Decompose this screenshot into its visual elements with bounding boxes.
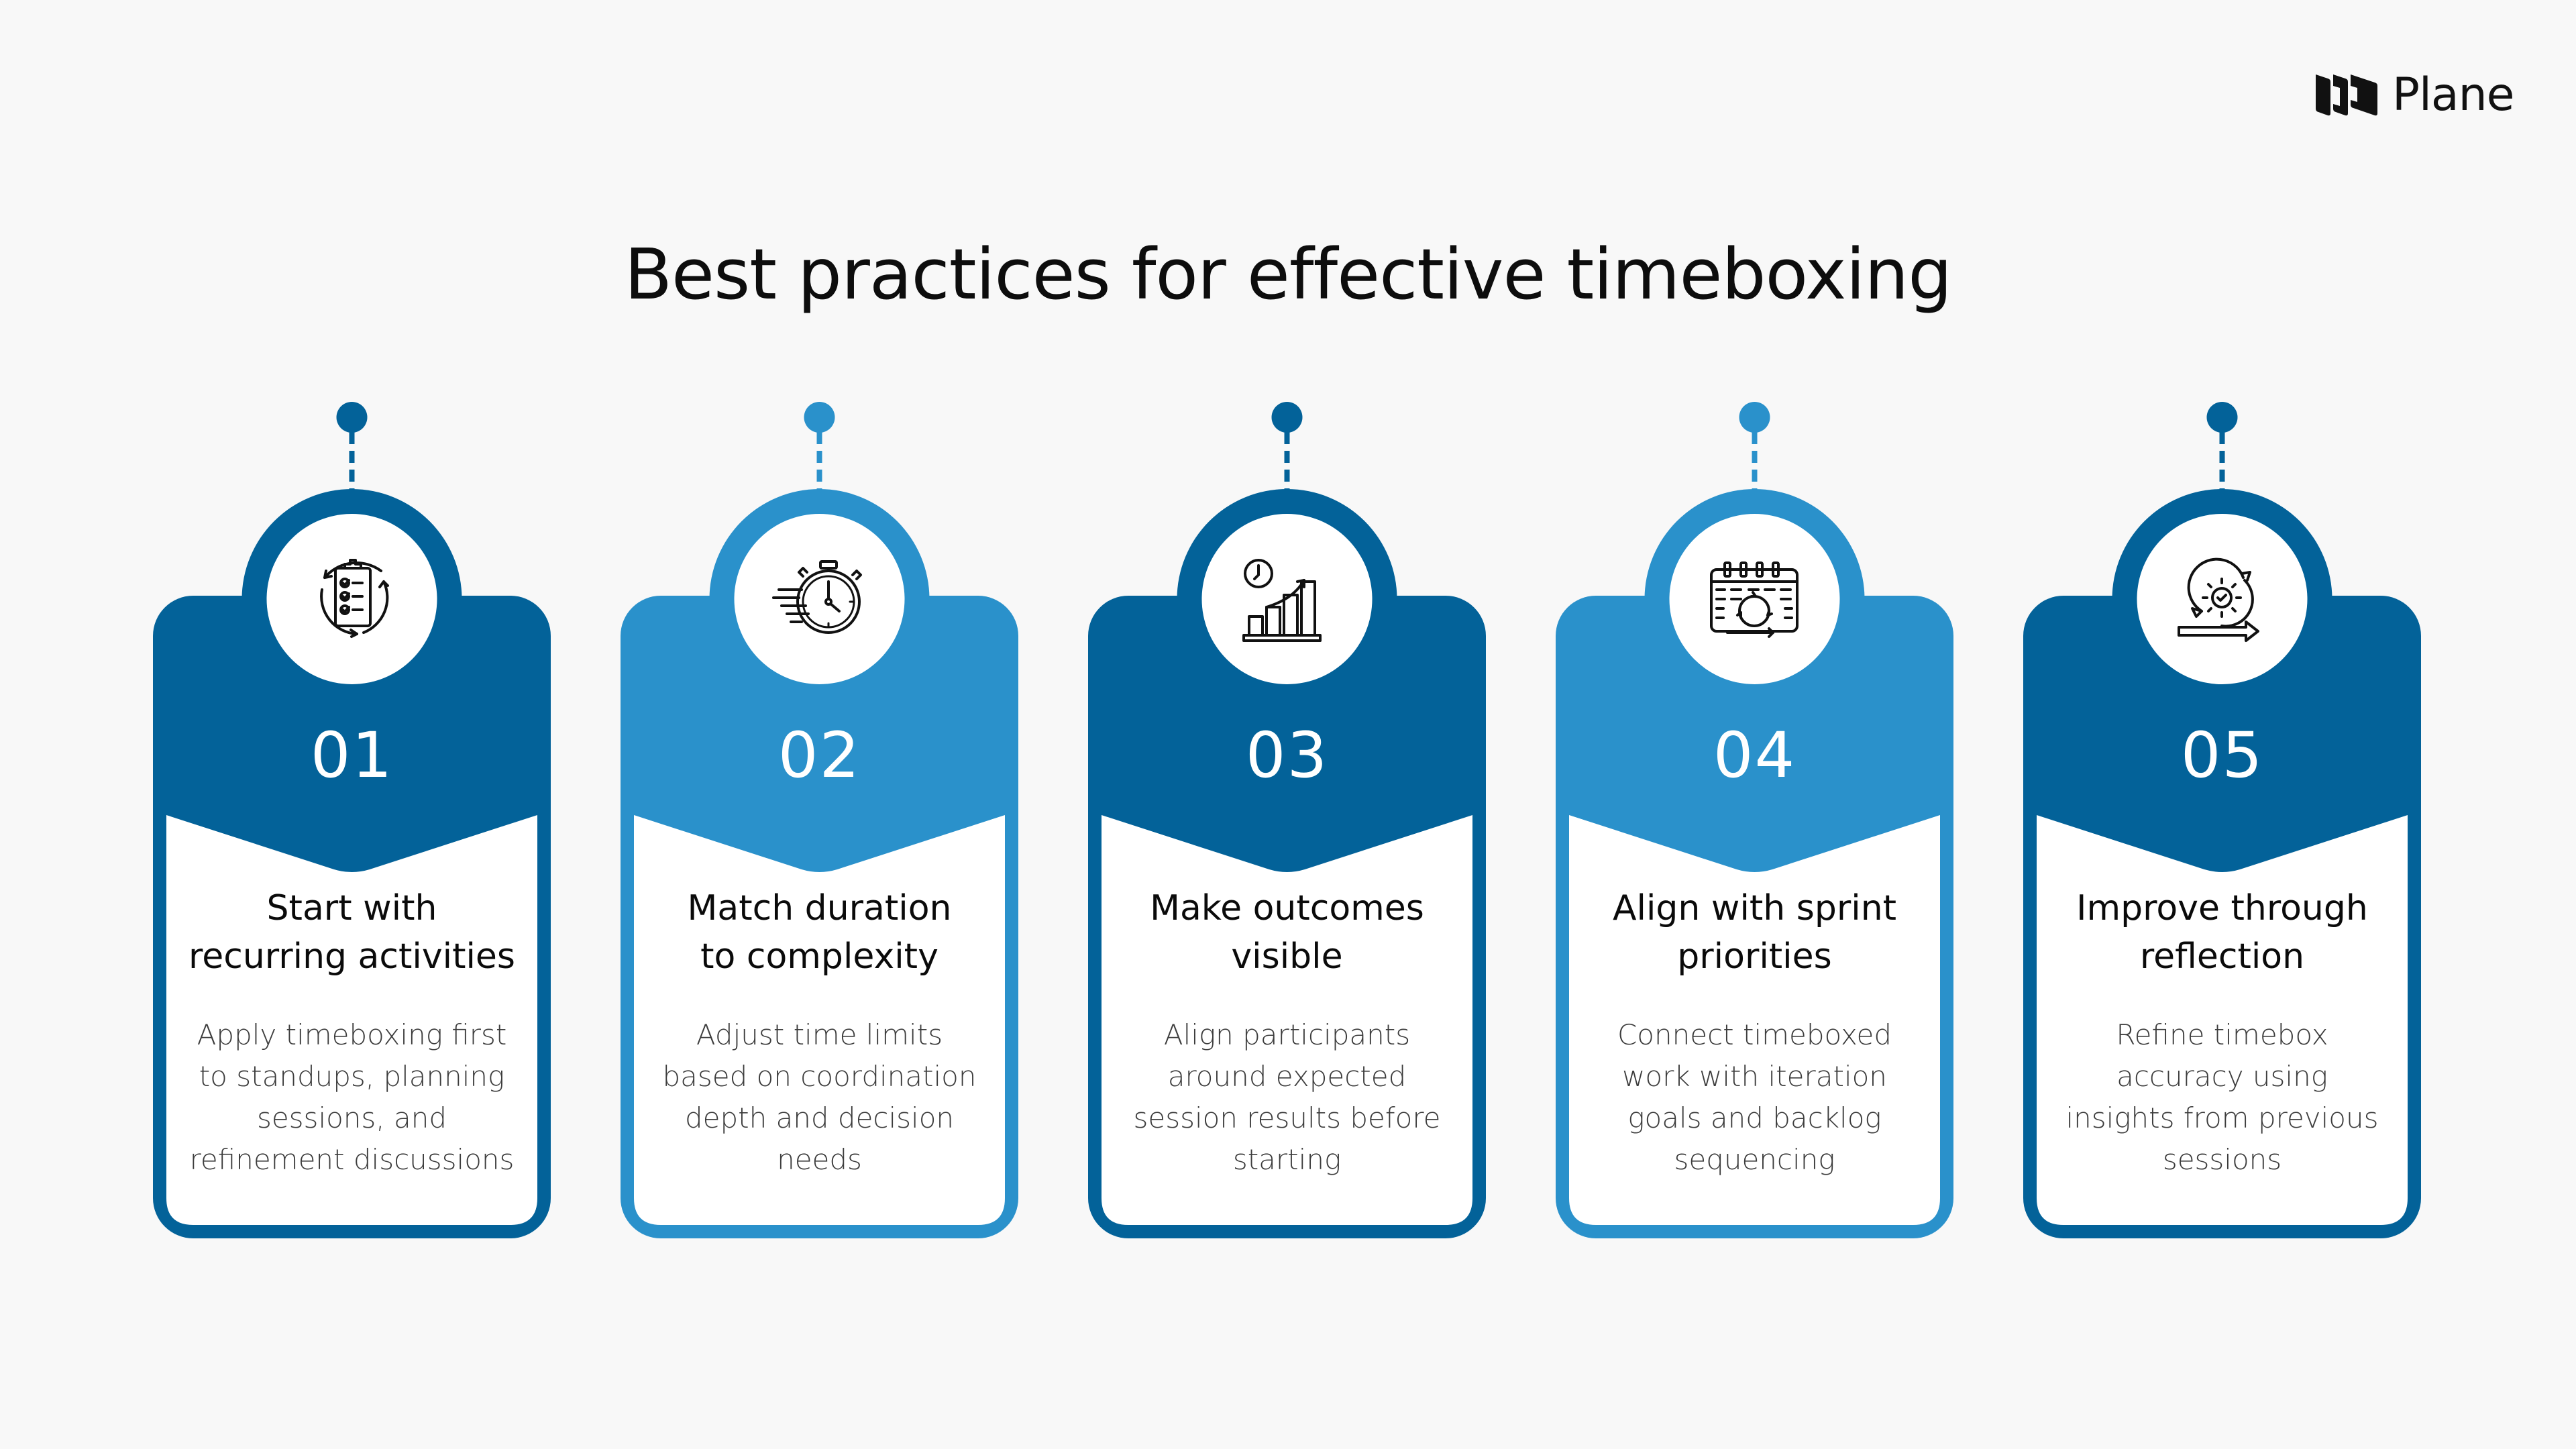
card-shape xyxy=(153,402,551,1238)
step-number: 04 xyxy=(1713,719,1796,792)
card-icon-wrap xyxy=(752,532,886,666)
page-title: Best practices for effective timeboxing xyxy=(624,233,1953,315)
card-icon-wrap xyxy=(1220,532,1354,666)
step-number: 03 xyxy=(1245,719,1329,792)
pin-dot xyxy=(2206,402,2238,433)
card-shape xyxy=(1088,402,1486,1238)
step-number: 05 xyxy=(2180,719,2264,792)
plane-logo-icon xyxy=(2316,74,2377,116)
pin-dot xyxy=(804,402,835,433)
stopwatch-speed-icon xyxy=(772,560,862,634)
card-shape xyxy=(621,402,1018,1238)
card-shape xyxy=(1556,402,1953,1238)
step-number: 02 xyxy=(777,719,861,792)
card-icon-wrap xyxy=(284,532,419,666)
brand-name: Plane xyxy=(2392,68,2515,121)
step-number: 01 xyxy=(310,719,394,792)
pin-dot xyxy=(336,402,368,433)
card-shape xyxy=(2023,402,2421,1238)
pin-dot xyxy=(1271,402,1303,433)
clipboard-checklist-cycle-icon xyxy=(320,559,389,638)
clock-growth-chart-icon xyxy=(1242,559,1322,642)
card-icon-wrap xyxy=(2155,532,2289,666)
brand-logo: Plane xyxy=(2313,68,2515,121)
gear-iteration-arrow-icon xyxy=(2178,557,2259,642)
calendar-sprint-cycle-icon xyxy=(1710,561,1799,638)
card-icon-wrap xyxy=(1687,532,1821,666)
pin-dot xyxy=(1739,402,1770,433)
